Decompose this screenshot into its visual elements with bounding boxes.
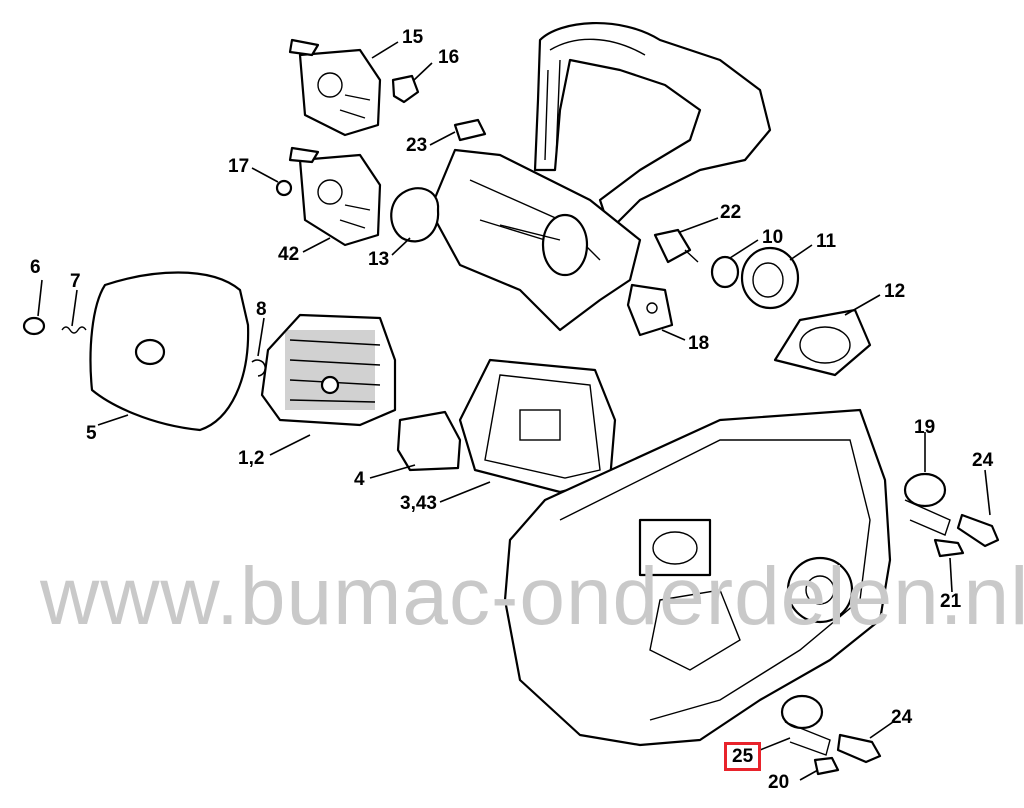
leader-lines bbox=[37, 41, 991, 781]
label-20: 20 bbox=[768, 772, 790, 793]
label-19: 19 bbox=[914, 417, 936, 438]
label-16: 16 bbox=[438, 47, 460, 68]
flange-12 bbox=[773, 308, 872, 377]
label-21: 21 bbox=[940, 591, 962, 612]
engine-crankcase bbox=[503, 408, 892, 747]
buffer-25 bbox=[780, 694, 831, 756]
label-42: 42 bbox=[278, 244, 300, 265]
screw-24-upper bbox=[956, 513, 1000, 548]
buffer-22 bbox=[653, 228, 699, 264]
label-4: 4 bbox=[354, 469, 365, 490]
manifold-11 bbox=[740, 246, 800, 310]
foam-filter-4 bbox=[396, 410, 462, 472]
ring-10 bbox=[710, 255, 740, 289]
plate-18 bbox=[626, 283, 674, 337]
gasket-13 bbox=[390, 187, 440, 243]
carburetor-42 bbox=[288, 146, 382, 247]
screw-20 bbox=[813, 756, 840, 776]
label-11: 11 bbox=[816, 231, 837, 252]
filter-cover-5 bbox=[89, 271, 250, 432]
label-10: 10 bbox=[762, 227, 784, 248]
screw-6 bbox=[22, 316, 46, 336]
rear-handle-frame bbox=[428, 22, 772, 332]
filter-base-3-43 bbox=[458, 358, 617, 494]
label-3-43: 3,43 bbox=[400, 493, 437, 514]
label-22: 22 bbox=[720, 202, 742, 223]
label-23: 23 bbox=[406, 135, 428, 156]
buffer-19 bbox=[903, 472, 951, 536]
label-1-2: 1,2 bbox=[238, 448, 265, 469]
website-watermark: www.bumac-onderdelen.nl bbox=[40, 551, 1024, 642]
air-filter-1-2 bbox=[260, 313, 397, 427]
spring-7 bbox=[61, 326, 87, 334]
label-13: 13 bbox=[368, 249, 390, 270]
label-25-highlighted: 25 bbox=[724, 742, 762, 771]
part-16 bbox=[391, 74, 420, 104]
screw-24-lower bbox=[836, 733, 882, 764]
label-18: 18 bbox=[688, 333, 710, 354]
label-5: 5 bbox=[86, 423, 97, 444]
label-7: 7 bbox=[70, 271, 81, 292]
label-17: 17 bbox=[228, 156, 250, 177]
clip-8 bbox=[251, 359, 267, 377]
label-6: 6 bbox=[30, 257, 41, 278]
label-24-upper: 24 bbox=[972, 450, 994, 471]
label-12: 12 bbox=[884, 281, 906, 302]
screw-21 bbox=[933, 538, 965, 558]
nut-17 bbox=[275, 179, 293, 197]
carburetor-15 bbox=[288, 38, 382, 137]
label-24-lower: 24 bbox=[891, 707, 913, 728]
screw-23 bbox=[453, 118, 487, 142]
label-8: 8 bbox=[256, 299, 267, 320]
label-15: 15 bbox=[402, 27, 424, 48]
